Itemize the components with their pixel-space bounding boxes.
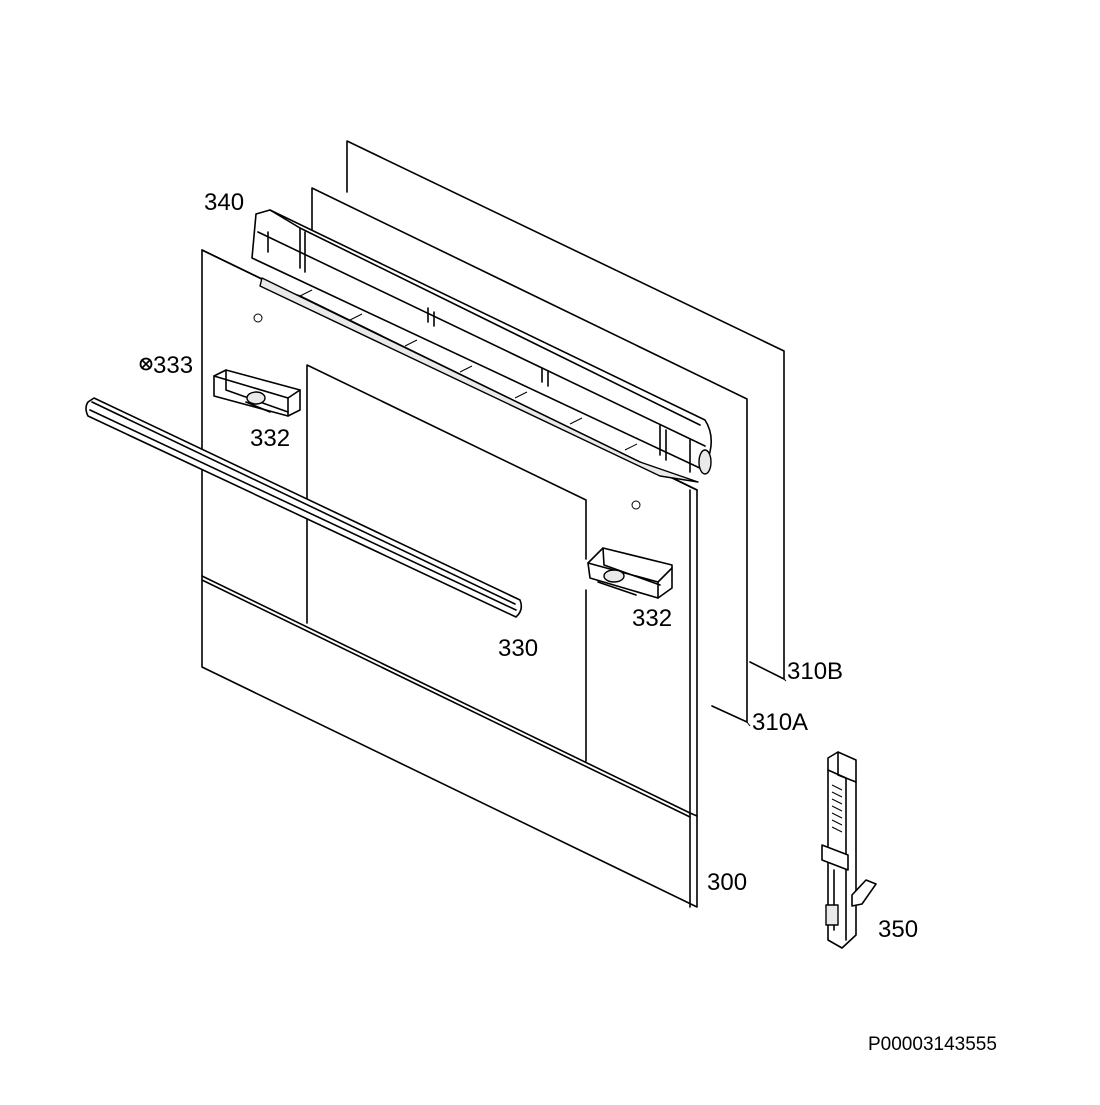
leader-lines — [746, 678, 787, 727]
label-333: 333 — [153, 352, 193, 379]
hinge-guide-332-right[interactable] — [587, 547, 673, 599]
label-330: 330 — [498, 635, 538, 662]
glass-panel-310b[interactable] — [346, 140, 785, 680]
label-332-right: 332 — [632, 605, 672, 632]
top-bracket-340[interactable] — [251, 209, 712, 483]
label-300: 300 — [707, 869, 747, 896]
label-350: 350 — [878, 916, 918, 943]
label-340: 340 — [204, 189, 244, 216]
label-332-left: 332 — [250, 425, 290, 452]
hinge-guide-332-left[interactable] — [213, 369, 301, 417]
hinge-assembly-350[interactable] — [821, 751, 877, 949]
drawing-number: P00003143555 — [868, 1034, 997, 1055]
label-310a: 310A — [752, 709, 808, 736]
screw-333[interactable] — [139, 357, 153, 371]
door-handle-330[interactable] — [85, 397, 523, 618]
label-310b: 310B — [787, 658, 843, 685]
glass-panel-310a[interactable] — [311, 187, 748, 723]
